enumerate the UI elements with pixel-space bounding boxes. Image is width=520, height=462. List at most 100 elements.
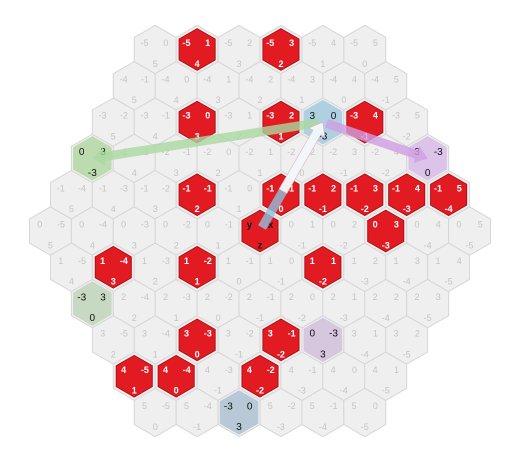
coord-q-label: -4 <box>78 183 86 193</box>
coord-q-label: 0 <box>289 256 294 266</box>
hex-cell[interactable]: -2-13 <box>133 169 177 220</box>
red-hex[interactable]: 3-1-2 <box>343 169 387 220</box>
coord-r-label: 0 <box>331 220 336 230</box>
coord-r-label: -4 <box>245 74 253 84</box>
coord-r-label: 4 <box>163 365 168 375</box>
coord-s-label: 2 <box>278 59 283 69</box>
coord-r-label: 3 <box>100 328 105 338</box>
red-hex[interactable]: 4-1-3 <box>385 169 429 220</box>
red-hex[interactable]: -1-12 <box>175 169 219 220</box>
coord-q-label: 5 <box>457 183 462 193</box>
coord-s-label: 3 <box>237 59 242 69</box>
coord-r-label: -1 <box>224 183 232 193</box>
red-hex[interactable]: -211 <box>175 242 219 293</box>
coord-r-label: 3 <box>184 328 189 338</box>
coord-r-label: -3 <box>182 111 190 121</box>
coord-q-label: 1 <box>268 147 273 157</box>
hex-cell[interactable]: 5-4-1 <box>364 61 408 111</box>
coord-q-label: 2 <box>289 111 294 121</box>
coord-r-label: 2 <box>163 292 168 302</box>
red-hex[interactable]: 1 -5 4 <box>175 24 219 75</box>
coord-r-label: -3 <box>224 111 232 121</box>
coord-q-label: -1 <box>267 292 275 302</box>
red-hex-fill <box>178 245 216 289</box>
coord-s-label: 3 <box>216 95 221 105</box>
coord-s-label: 0 <box>278 204 283 214</box>
coord-r-label: -2 <box>329 147 337 157</box>
coord-s-label: -4 <box>382 313 390 323</box>
hex-cell[interactable]: 0-44 <box>154 61 198 111</box>
coord-s-label: 0 <box>299 168 304 178</box>
red-hex[interactable]: 11-2 <box>301 242 345 293</box>
coord-s-label: -1 <box>193 422 201 432</box>
red-hex[interactable]: 2-1-1 <box>301 169 345 220</box>
hex-cell[interactable]: 1 3 -4 <box>343 315 387 365</box>
hex-cell[interactable]: 23-5 <box>385 315 429 365</box>
coord-q-label: -3 <box>225 365 233 375</box>
coord-s-label: -4 <box>445 204 453 214</box>
coord-r-label: 3 <box>352 328 357 338</box>
coord-q-label: 0 <box>184 74 189 84</box>
coord-q-label: 4 <box>457 256 462 266</box>
red-hex[interactable]: -13-2 <box>259 315 303 365</box>
coord-r-label: 0 <box>205 220 210 230</box>
coord-s-label: 0 <box>425 168 431 179</box>
coord-s-label: 3 <box>132 240 137 250</box>
coord-s-label: -4 <box>403 277 411 287</box>
coord-q-label: 4 <box>352 74 357 84</box>
red-hex[interactable]: 3-52 <box>259 24 303 75</box>
coord-r-label: 2 <box>373 292 378 302</box>
red-hex[interactable]: 5-1-4 <box>427 169 471 220</box>
coord-s-label: -2 <box>319 277 327 287</box>
coord-q-label: 0 <box>247 401 253 412</box>
coord-s-label: -2 <box>403 131 411 141</box>
coord-s-label: 4 <box>69 277 74 287</box>
coord-r-label: 3 <box>394 328 399 338</box>
green-pale-hex[interactable]: 3-30 <box>70 278 114 329</box>
coord-s-label: -4 <box>361 349 369 359</box>
coord-r-label: 0 <box>163 220 168 230</box>
coord-s-label: 4 <box>153 131 158 141</box>
coord-q-label: 1 <box>373 328 378 338</box>
purple-pale-hex[interactable]: -303 <box>301 315 345 365</box>
coord-q-label: -4 <box>204 401 212 411</box>
red-hex[interactable]: -413 <box>91 242 135 293</box>
coord-q-label: -5 <box>57 220 65 230</box>
coord-q-label: 3 <box>310 74 315 84</box>
coord-q-label: 3 <box>289 38 294 48</box>
blue-grey-hex[interactable]: 0-33 <box>217 387 261 438</box>
coord-s-label: -1 <box>277 277 285 287</box>
coord-r-label: -5 <box>350 38 358 48</box>
coord-q-label: 3 <box>373 183 378 193</box>
coord-q-label: 1 <box>205 38 210 48</box>
red-to-blue-arrow <box>278 121 326 194</box>
hex-cell[interactable]: 32-5 <box>406 278 450 329</box>
coord-s-label: 2 <box>174 240 179 250</box>
coord-q-label: 0 <box>226 147 231 157</box>
coord-r-label: -3 <box>350 111 358 121</box>
coord-s-label: -2 <box>340 240 348 250</box>
coord-q-label: 2 <box>415 328 420 338</box>
hex-cell[interactable]: 5-3-2 <box>385 97 429 147</box>
hex-cell[interactable]: 3-2-1 <box>322 133 366 184</box>
hex-cell[interactable]: 0-55 <box>133 24 177 75</box>
hex-cell[interactable]: -2-35 <box>91 97 135 147</box>
coord-r-label: -2 <box>245 147 253 157</box>
coord-q-label: 1 <box>394 365 399 375</box>
coord-s-label: 2 <box>216 168 221 178</box>
coord-s-label: 4 <box>195 59 200 69</box>
red-hex[interactable]: -330 <box>175 315 219 365</box>
hex-cell[interactable]: -34-1 <box>196 351 240 401</box>
coord-q-label: -3 <box>120 183 128 193</box>
coord-r-label: -5 <box>182 38 190 48</box>
hex-cell[interactable]: 2-53 <box>217 24 261 75</box>
hex-cell[interactable]: -422 <box>112 278 156 329</box>
coord-q-label: -2 <box>204 256 212 266</box>
coord-r-label: -1 <box>57 183 65 193</box>
hex-cell[interactable]: 50-5 <box>448 206 492 256</box>
coord-s-label: -5 <box>382 386 390 396</box>
coord-r-label: 2 <box>247 292 252 302</box>
cells-layer: -505-5143-30-532-541-550-4-15-404-413-42… <box>28 24 492 438</box>
red-hex[interactable]: -440 <box>154 351 198 401</box>
coord-q-label: 0 <box>352 365 357 375</box>
